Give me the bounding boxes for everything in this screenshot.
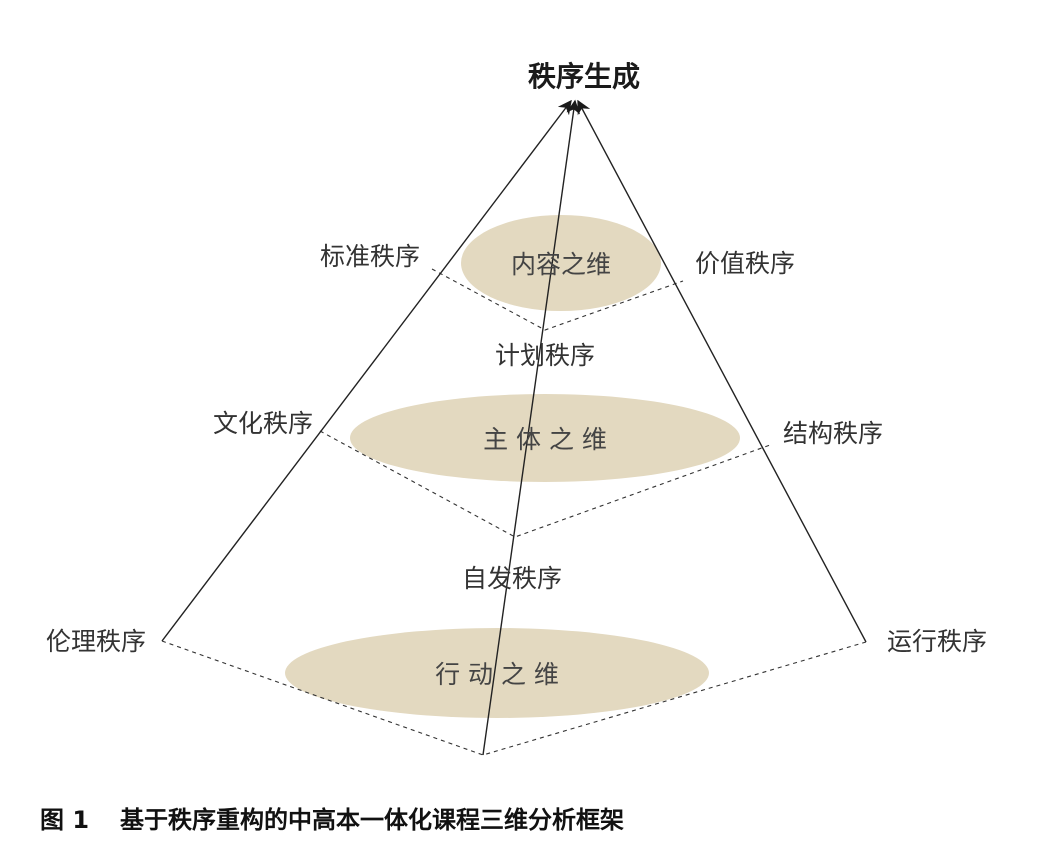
edge-left (161, 99, 572, 642)
layer-ellipse-subject (350, 394, 740, 482)
plane-top (431, 268, 684, 331)
label-culture-order: 文化秩序 (213, 409, 313, 438)
plane-bottom (161, 640, 867, 756)
edge-right (577, 99, 867, 643)
label-spontaneous-order: 自发秩序 (462, 564, 562, 593)
label-ethics-order: 伦理秩序 (46, 627, 146, 656)
figure-caption: 基于秩序重构的中高本一体化课程三维分析框架 (120, 806, 624, 834)
label-value-order: 价值秩序 (695, 249, 795, 278)
label-standard-order: 标准秩序 (320, 242, 420, 271)
figure-number: 图 1 (40, 806, 89, 834)
apex-title: 秩序生成 (528, 60, 640, 93)
layer-label-subject: 主 体 之 维 (483, 425, 607, 454)
label-structure-order: 结构秩序 (783, 419, 883, 448)
label-operation-order: 运行秩序 (887, 627, 987, 656)
layer-ellipse-action (285, 628, 709, 718)
label-planned-order: 计划秩序 (495, 341, 595, 370)
layer-label-action: 行 动 之 维 (435, 660, 559, 689)
edge-center (482, 99, 581, 756)
layer-ellipse-content (461, 215, 661, 311)
plane-middle (319, 430, 771, 538)
layer-label-content: 内容之维 (511, 250, 611, 279)
